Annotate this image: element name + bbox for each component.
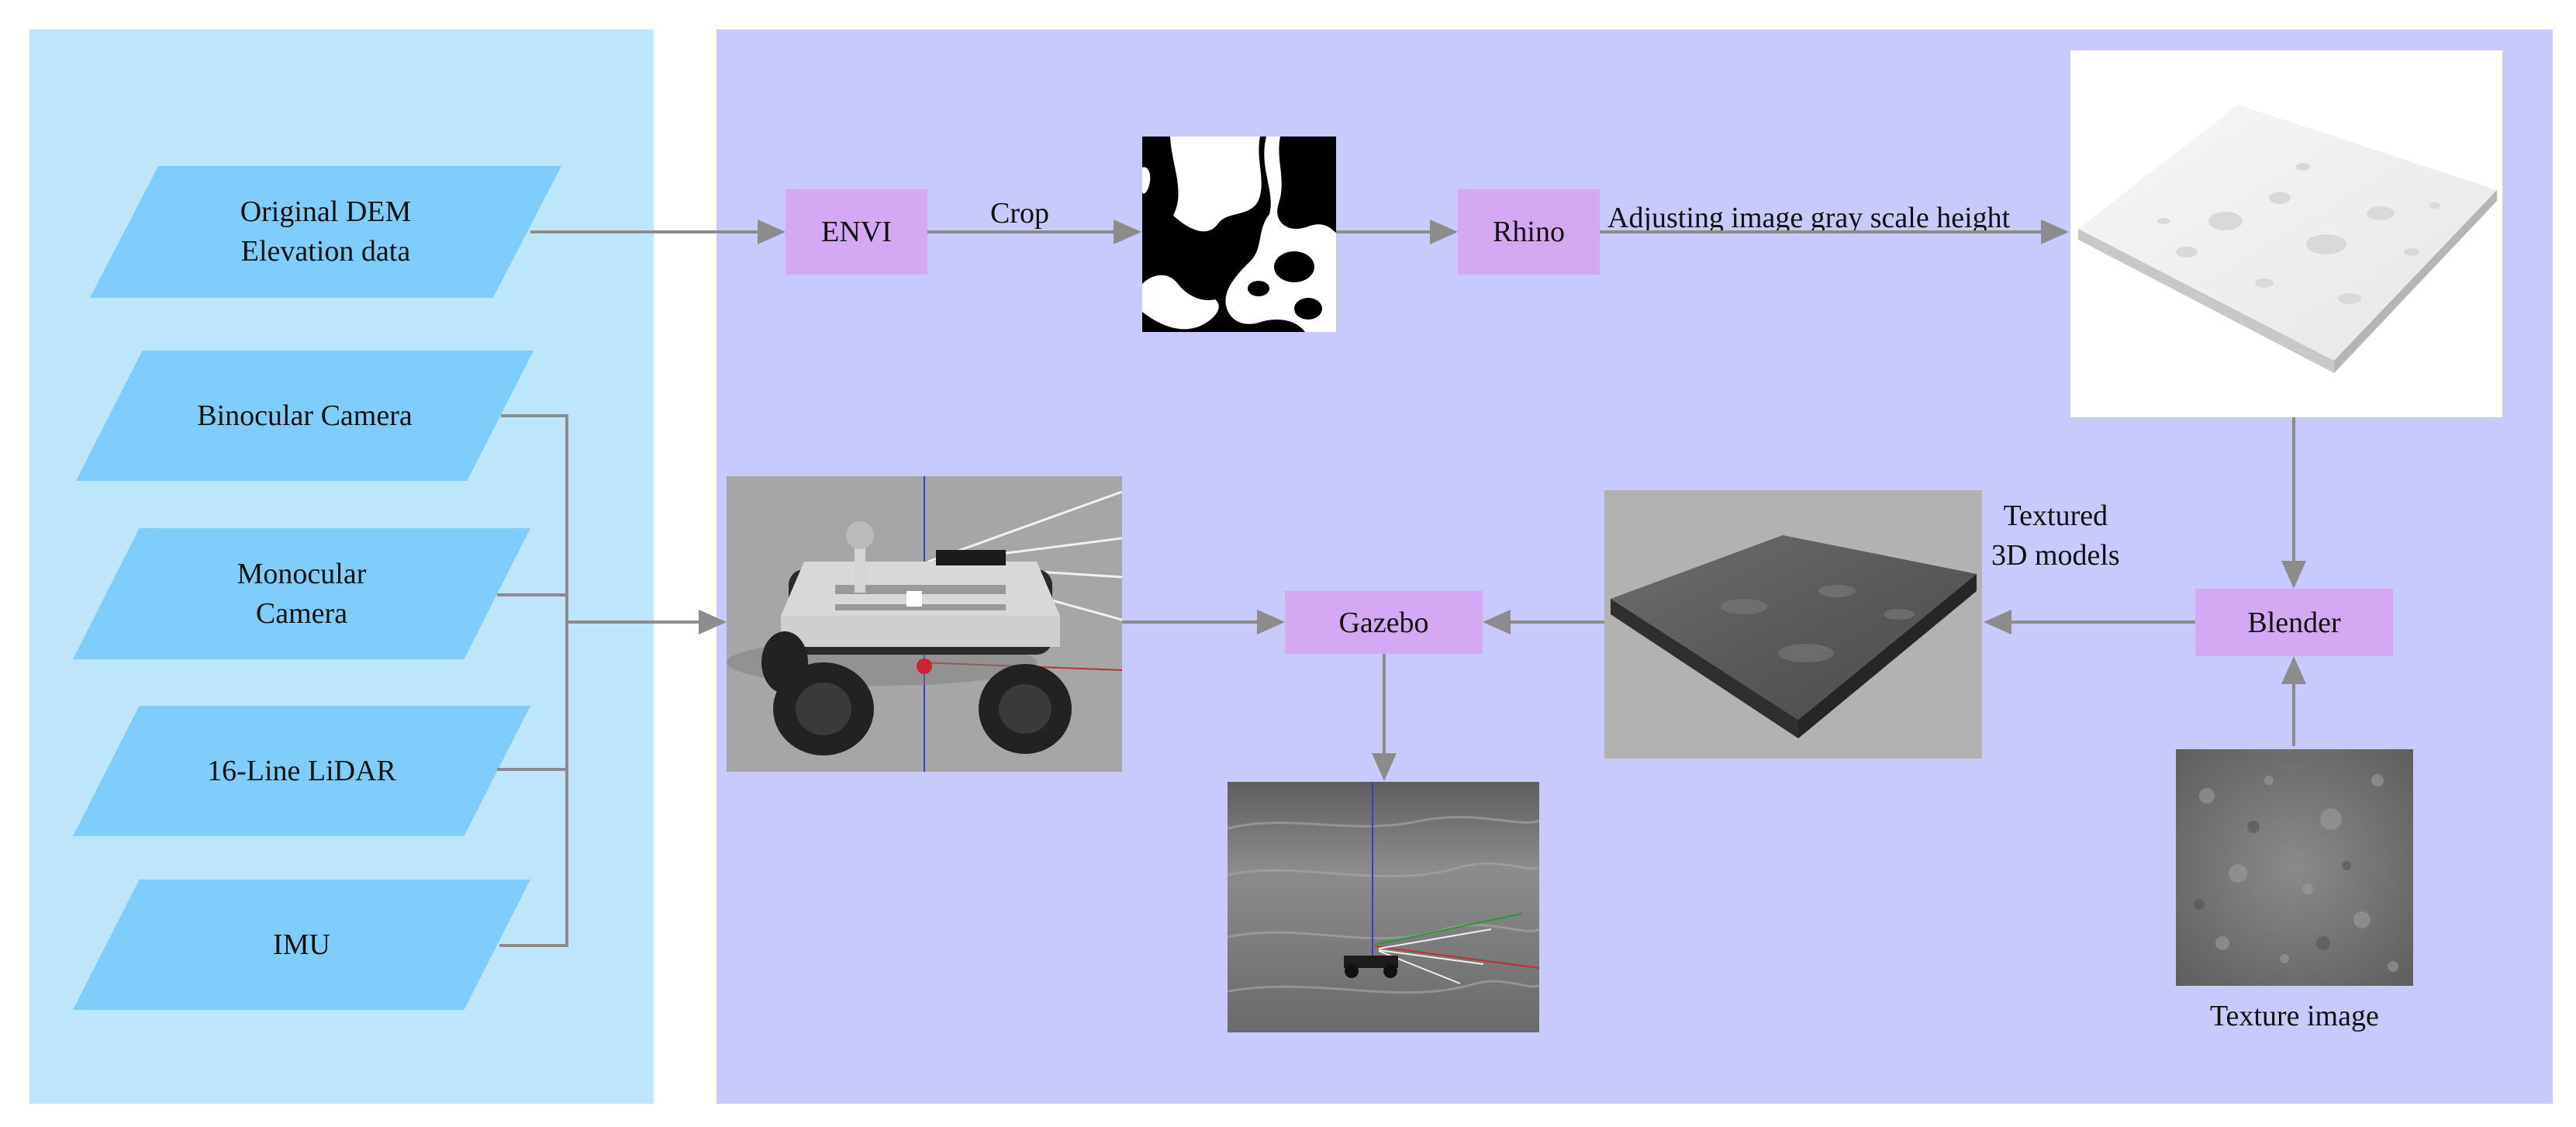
gazebo-box: Gazebo: [1285, 591, 1483, 654]
robot-model-render: [727, 476, 1122, 772]
lidar-input: 16-Line LiDAR: [73, 706, 530, 836]
adjust-gray-scale-label: Adjusting image gray scale height: [1607, 202, 2011, 234]
envi-box: ENVI: [786, 189, 927, 275]
lunar-texture-image: [2176, 749, 2413, 986]
blender-box: Blender: [2195, 589, 2393, 656]
texture-image-label: Texture image: [2210, 1000, 2379, 1032]
binocular-camera-input: Binocular Camera: [76, 351, 534, 481]
imu-input: IMU: [73, 880, 530, 1010]
binary-mask-image: [1142, 137, 1336, 332]
rhino-box: Rhino: [1458, 189, 1600, 275]
textured-terrain-model: [1604, 490, 1982, 759]
gazebo-simulation-view: [1228, 782, 1539, 1032]
dem-input: Original DEM Elevation data: [90, 166, 561, 298]
monocular-camera-input: Monocular Camera: [73, 528, 530, 659]
textured-3d-models-label: Textured 3D models: [1991, 500, 2120, 572]
crop-label: Crop: [990, 197, 1049, 230]
white-terrain-render: [2070, 50, 2502, 417]
